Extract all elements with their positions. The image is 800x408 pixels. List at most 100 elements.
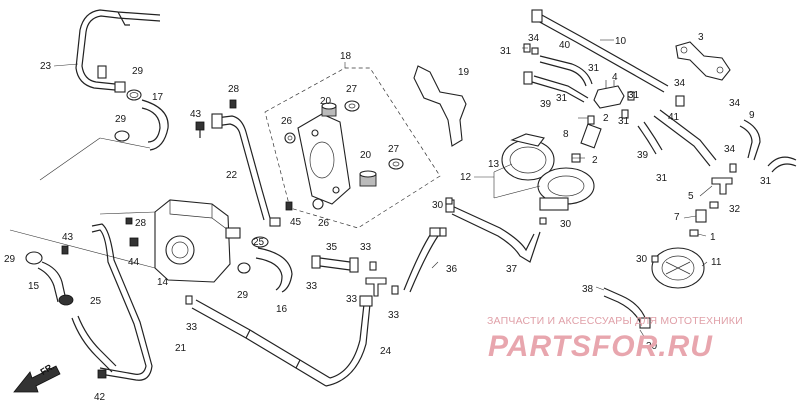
clip-34-top xyxy=(531,47,539,55)
callout-label: 29 xyxy=(4,254,16,265)
callout-label: 20 xyxy=(360,150,372,161)
leader-lines xyxy=(53,39,713,339)
callout-label: 31 xyxy=(588,63,600,74)
clamp-25-a xyxy=(251,236,269,248)
callout-label: 24 xyxy=(380,346,392,357)
watermark-logo-text: PARTSFOR.RU xyxy=(488,330,713,362)
hose-10 xyxy=(531,9,669,93)
ring-20-low xyxy=(359,170,377,187)
clip-34-right xyxy=(729,163,737,173)
callout-label: 27 xyxy=(388,144,400,155)
callout-label: 25 xyxy=(90,296,102,307)
callout-label: 35 xyxy=(326,242,338,253)
hose-40 xyxy=(539,55,593,87)
direction-arrow xyxy=(13,365,61,393)
washer-27-top xyxy=(344,100,360,112)
callout-label: 34 xyxy=(729,98,741,109)
callout-label: 44 xyxy=(128,257,140,268)
callout-label: 34 xyxy=(674,78,686,89)
callout-label: 31 xyxy=(656,173,668,184)
tube-22 xyxy=(211,113,271,221)
joint-7 xyxy=(695,209,707,223)
callout-label: 10 xyxy=(615,36,627,47)
hose-38 xyxy=(603,287,651,329)
valve-body-12 xyxy=(537,167,595,211)
callout-label: 32 xyxy=(729,204,741,215)
callout-label: 17 xyxy=(152,92,164,103)
callout-label: 19 xyxy=(458,67,470,78)
nut-44 xyxy=(129,237,139,247)
grommet-25-mid xyxy=(269,217,281,227)
callout-label: 33 xyxy=(306,281,318,292)
callout-label: 28 xyxy=(228,84,240,95)
tee-5 xyxy=(711,177,733,195)
hose-37 xyxy=(445,199,541,263)
clip-33-b xyxy=(369,261,377,271)
callout-label: 30 xyxy=(636,254,648,265)
callout-label: 8 xyxy=(563,129,569,140)
clip-2-top xyxy=(587,115,595,125)
clip-30-b xyxy=(539,217,547,225)
callout-label: 4 xyxy=(612,72,618,83)
bolt-43-left xyxy=(61,245,69,255)
callout-label: 26 xyxy=(281,116,293,127)
callout-label: 33 xyxy=(186,322,198,333)
callout-label: 38 xyxy=(582,284,594,295)
callout-label: 37 xyxy=(506,264,518,275)
callout-label: 2 xyxy=(592,155,598,166)
bracket-19 xyxy=(413,65,467,147)
hose-23 xyxy=(75,9,161,93)
callout-label: 5 xyxy=(688,191,694,202)
callout-label: 30 xyxy=(432,200,444,211)
hose-9 xyxy=(739,119,761,161)
clip-33-d xyxy=(439,227,447,237)
callout-labels: 1 2 2 3 4 5 7 8 9 10 11 12 13 14 15 16 1… xyxy=(4,32,772,403)
hose-41 xyxy=(653,95,717,167)
joint-6 xyxy=(365,277,387,297)
callout-label: 30 xyxy=(560,219,572,230)
callout-label: 45 xyxy=(290,217,302,228)
callout-label: 12 xyxy=(460,172,472,183)
callout-label: 7 xyxy=(674,212,680,223)
callout-label: 31 xyxy=(500,46,512,57)
hose-39-right xyxy=(637,121,663,155)
callout-label: 42 xyxy=(94,392,106,403)
callout-label: 15 xyxy=(28,281,40,292)
bolt-28-top xyxy=(229,99,237,109)
callout-label: 1 xyxy=(710,232,716,243)
callout-label: 14 xyxy=(157,277,169,288)
joint-4 xyxy=(593,80,625,109)
clip-33-c xyxy=(391,285,399,295)
callout-label: 34 xyxy=(528,33,540,44)
bolt-42 xyxy=(97,369,107,379)
bolt-43 xyxy=(195,121,205,138)
callout-label: 39 xyxy=(540,99,552,110)
callout-label: 2 xyxy=(603,113,609,124)
hose-36 xyxy=(403,227,441,293)
washer-26-small xyxy=(284,132,296,144)
clip-30-a xyxy=(445,197,453,205)
plate-26 xyxy=(297,113,351,205)
callout-label: 16 xyxy=(276,304,288,315)
callout-label: 29 xyxy=(115,114,127,125)
bolt-45 xyxy=(285,201,293,211)
callout-label: 39 xyxy=(637,150,649,161)
callout-label: 28 xyxy=(135,218,147,229)
hose-16 xyxy=(255,247,293,293)
callout-label: 43 xyxy=(62,232,74,243)
hose-17 xyxy=(141,99,169,151)
filter-8 xyxy=(580,123,602,149)
valve-11 xyxy=(651,247,705,289)
watermark-logo: PARTSFOR.RU xyxy=(488,330,713,362)
callout-label: 40 xyxy=(559,40,571,51)
callout-label: 31 xyxy=(628,90,640,101)
clip-32 xyxy=(709,201,719,209)
callout-label: 29 xyxy=(237,290,249,301)
callout-label: 3 xyxy=(698,32,704,43)
callout-label: 31 xyxy=(556,93,568,104)
clip-30-c xyxy=(651,255,659,263)
clip-31-r1 xyxy=(627,91,635,101)
callout-label: 13 xyxy=(488,159,500,170)
clip-33-valve xyxy=(185,295,193,305)
